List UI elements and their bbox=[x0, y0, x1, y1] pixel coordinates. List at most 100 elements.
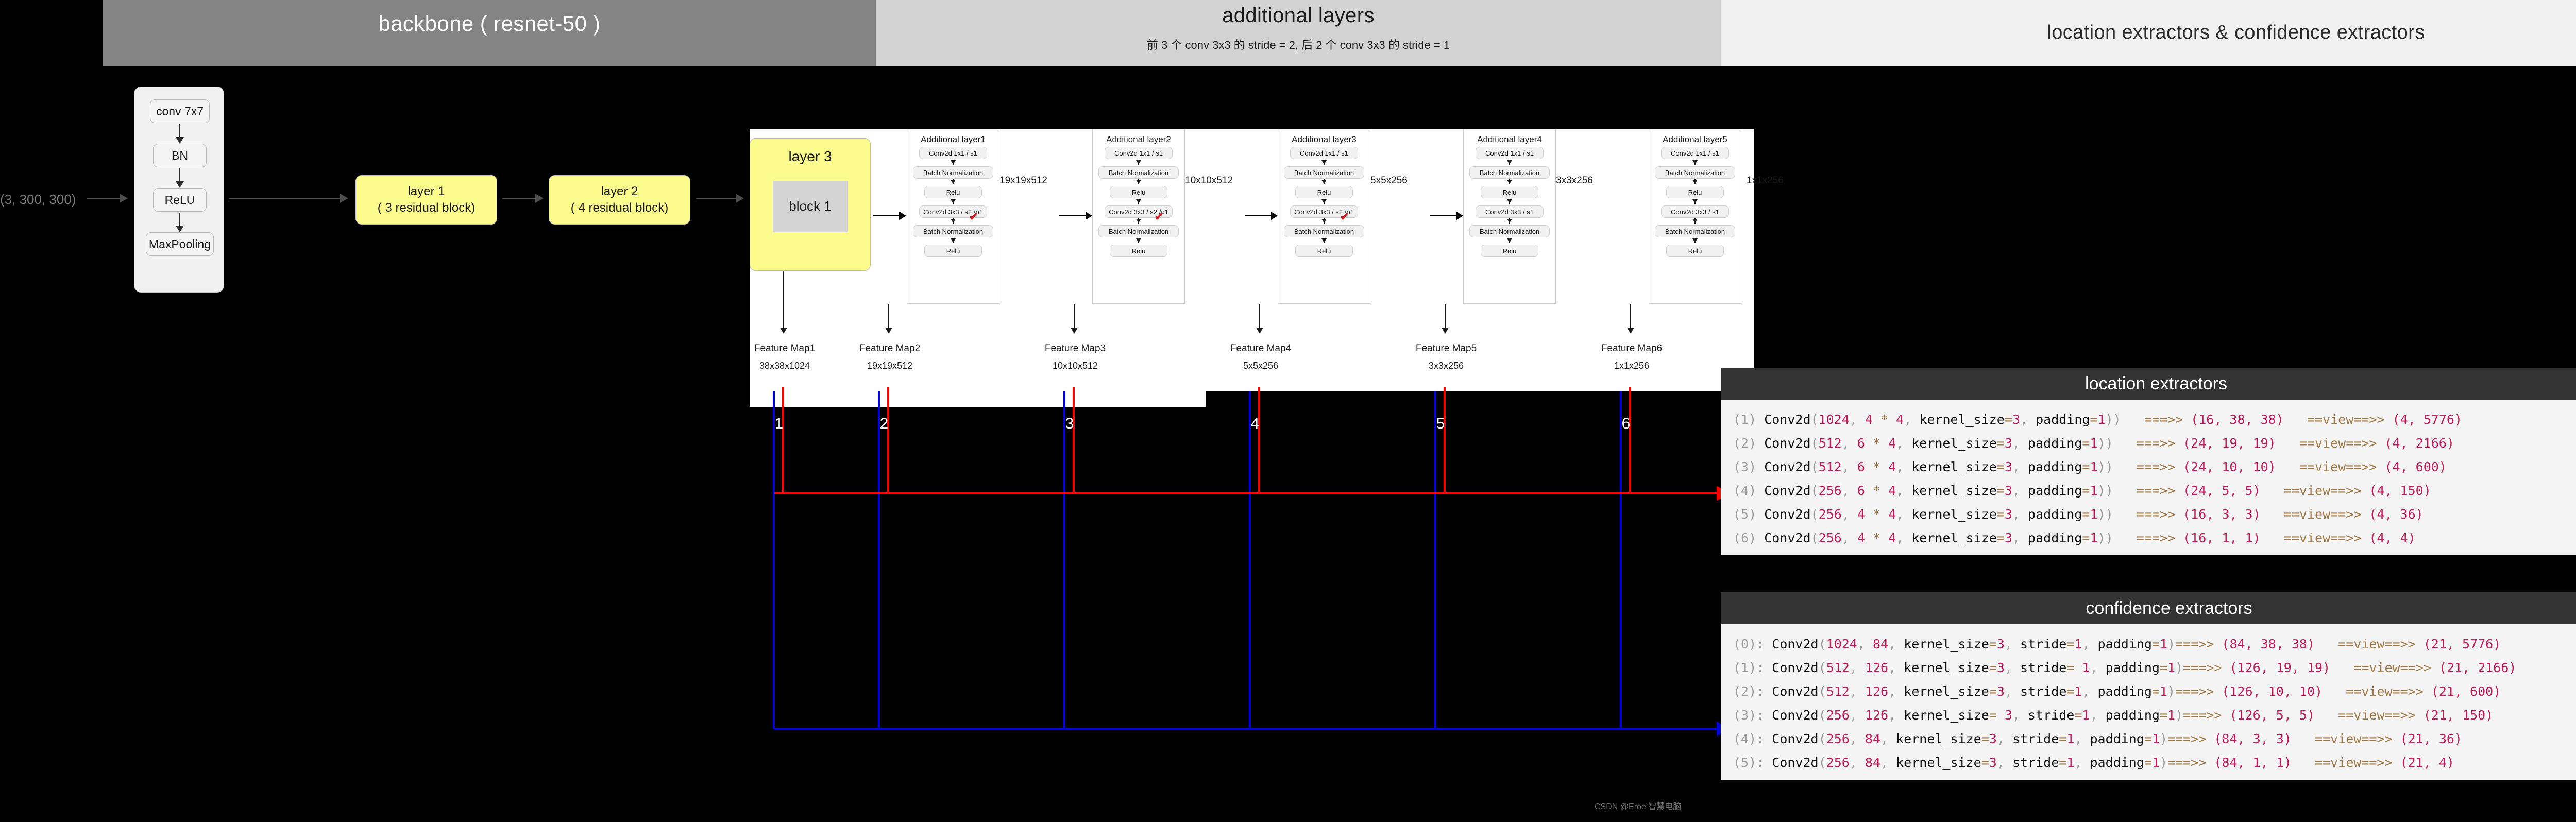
confidence-extractors-title: confidence extractors bbox=[1721, 592, 2576, 624]
additional-layer-2-node-2: Batch Normalization bbox=[1098, 166, 1179, 179]
location-extractor-row: (5) Conv2d(256, 4 * 4, kernel_size=3, pa… bbox=[1733, 507, 2424, 522]
band-additional-layers: additional layers 前 3 个 conv 3x3 的 strid… bbox=[876, 0, 1721, 66]
arrow-layer1-to-layer2 bbox=[502, 194, 544, 203]
arrow-down-icon bbox=[951, 179, 956, 184]
location-bus-line bbox=[774, 486, 1732, 501]
band-extractors-title: location extractors & confidence extract… bbox=[2047, 22, 2425, 43]
arrow-down-icon bbox=[1321, 238, 1327, 243]
confidence-branch-2 bbox=[878, 391, 880, 729]
feature-map-5-name: Feature Map5 bbox=[1415, 343, 1477, 354]
arrow-down-icon bbox=[1321, 199, 1327, 204]
arrow-down-icon bbox=[1136, 218, 1141, 224]
stem-conv7x7-node: conv 7x7 bbox=[150, 99, 210, 123]
feature-map-3-name: Feature Map3 bbox=[1044, 343, 1106, 354]
feature-map-1-droplinw bbox=[780, 271, 787, 334]
stem-bn-node: BN bbox=[153, 144, 207, 167]
feature-map-2-dim: 19x19x512 bbox=[867, 361, 913, 371]
band-backbone: backbone ( resnet-50 ) bbox=[103, 0, 876, 66]
arrow-down-icon bbox=[1136, 179, 1141, 184]
feature-map-6-droplinw bbox=[1627, 304, 1634, 334]
arrow-down-icon bbox=[951, 218, 956, 224]
arrow-down-icon bbox=[1136, 160, 1141, 165]
layer1-detail: ( 3 residual block) bbox=[377, 201, 476, 215]
arrow-down-icon bbox=[1507, 238, 1512, 243]
additional-layer-5-node-5: Batch Normalization bbox=[1655, 225, 1735, 237]
shape-label-19x19x512: 19x19x512 bbox=[999, 175, 1047, 186]
layer1-box[interactable]: layer 1 ( 3 residual block) bbox=[355, 175, 497, 225]
confidence-extractor-row: (2): Conv2d(512, 126, kernel_size=3, str… bbox=[1733, 684, 2501, 699]
branch-tick-2: 2 bbox=[879, 415, 889, 432]
additional-layer-4-node-2: Batch Normalization bbox=[1469, 166, 1550, 179]
check-icon: ✔ bbox=[969, 210, 978, 223]
additional-layer-3-title: Additional layer3 bbox=[1292, 134, 1357, 144]
arrow-layer2-to-layer3 bbox=[696, 194, 744, 203]
arrow-down-icon bbox=[1692, 179, 1698, 184]
feature-map-4-label: Feature Map4 5x5x256 bbox=[1222, 343, 1299, 371]
arrow-down-icon bbox=[1321, 179, 1327, 184]
location-extractor-row: (2) Conv2d(512, 6 * 4, kernel_size=3, pa… bbox=[1733, 436, 2454, 451]
shape-label-5x5x256: 5x5x256 bbox=[1370, 175, 1408, 186]
layer2-detail: ( 4 residual block) bbox=[570, 201, 669, 215]
arrow-down-icon bbox=[1321, 160, 1327, 165]
stem-relu-node: ReLU bbox=[153, 188, 207, 212]
additional-layer-4-node-6: Relu bbox=[1481, 245, 1538, 257]
location-extractor-row: (3) Conv2d(512, 6 * 4, kernel_size=3, pa… bbox=[1733, 459, 2447, 474]
feature-map-3-droplinw bbox=[1071, 304, 1078, 334]
layer1-name: layer 1 bbox=[408, 184, 445, 198]
additional-layer-3-node-1: Conv2d 1x1 / s1 bbox=[1290, 147, 1358, 159]
band-additional-subtitle: 前 3 个 conv 3x3 的 stride = 2, 后 2 个 conv … bbox=[1146, 39, 1450, 52]
location-extractor-row: (6) Conv2d(256, 4 * 4, kernel_size=3, pa… bbox=[1733, 530, 2416, 545]
feature-map-1-dim: 38x38x1024 bbox=[759, 361, 810, 371]
arrow-down-icon bbox=[951, 199, 956, 204]
layer3-box[interactable]: layer 3 block 1 bbox=[750, 138, 871, 271]
additional-layer-1-node-3: Relu bbox=[924, 186, 982, 198]
band-additional-title: additional layers bbox=[1222, 4, 1375, 27]
additional-layer-4-node-3: Relu bbox=[1481, 186, 1538, 198]
confidence-branch-1 bbox=[773, 391, 775, 729]
branch-tick-1: 1 bbox=[774, 415, 784, 432]
additional-layer-5-node-1: Conv2d 1x1 / s1 bbox=[1661, 147, 1729, 159]
arrow-down-icon bbox=[1692, 199, 1698, 204]
feature-map-2-droplinw bbox=[885, 304, 892, 334]
additional-layer-5-node-6: Relu bbox=[1666, 245, 1724, 257]
feature-map-strip-right bbox=[1149, 361, 1754, 391]
confidence-extractors-panel: confidence extractors (0): Conv2d(1024, … bbox=[1721, 592, 2576, 780]
confidence-extractor-row: (3): Conv2d(256, 126, kernel_size= 3, st… bbox=[1733, 708, 2494, 723]
arrow-down-icon bbox=[1507, 160, 1512, 165]
confidence-branch-6 bbox=[1620, 391, 1622, 729]
additional-layer-1-title: Additional layer1 bbox=[921, 134, 986, 144]
arrow-down-icon bbox=[1692, 238, 1698, 243]
shape-label-1x1x256: 1x1x256 bbox=[1747, 175, 1784, 186]
arrow-down-icon bbox=[1136, 238, 1141, 243]
additional-layer-2-title: Additional layer2 bbox=[1106, 134, 1171, 144]
feature-map-6-dim: 1x1x256 bbox=[1614, 361, 1650, 371]
arrow-down-icon bbox=[1507, 179, 1512, 184]
additional-layer-4-node-1: Conv2d 1x1 / s1 bbox=[1476, 147, 1544, 159]
feature-map-6-name: Feature Map6 bbox=[1601, 343, 1663, 354]
location-extractors-panel: location extractors (1) Conv2d(1024, 4 *… bbox=[1721, 368, 2576, 555]
location-branch-1 bbox=[782, 387, 784, 493]
arrow-input-to-stem bbox=[87, 194, 128, 203]
confidence-extractor-row: (5): Conv2d(256, 84, kernel_size=3, stri… bbox=[1733, 755, 2454, 770]
additional-layer-4-node-5: Batch Normalization bbox=[1469, 225, 1550, 237]
feature-map-2-name: Feature Map2 bbox=[859, 343, 921, 354]
additional-layers-canvas bbox=[750, 129, 1754, 361]
additional-layer-1-node-4: Conv2d 3x3 / s2 /p1✔ bbox=[919, 206, 987, 222]
branch-tick-6: 6 bbox=[1621, 415, 1631, 432]
feature-map-4-name: Feature Map4 bbox=[1230, 343, 1292, 354]
additional-layer-2-node-6: Relu bbox=[1110, 245, 1167, 257]
additional-layer-1-node-2: Batch Normalization bbox=[913, 166, 993, 179]
additional-layer-5-node-4: Conv2d 3x3 / s1 bbox=[1661, 206, 1729, 218]
feature-map-4-dim: 5x5x256 bbox=[1243, 361, 1279, 371]
stem-maxpool-node: MaxPooling bbox=[146, 232, 214, 256]
location-extractors-title: location extractors bbox=[1721, 368, 2576, 400]
layer2-box[interactable]: layer 2 ( 4 residual block) bbox=[549, 175, 690, 225]
additional-layer-3-node-3: Relu bbox=[1295, 186, 1353, 198]
